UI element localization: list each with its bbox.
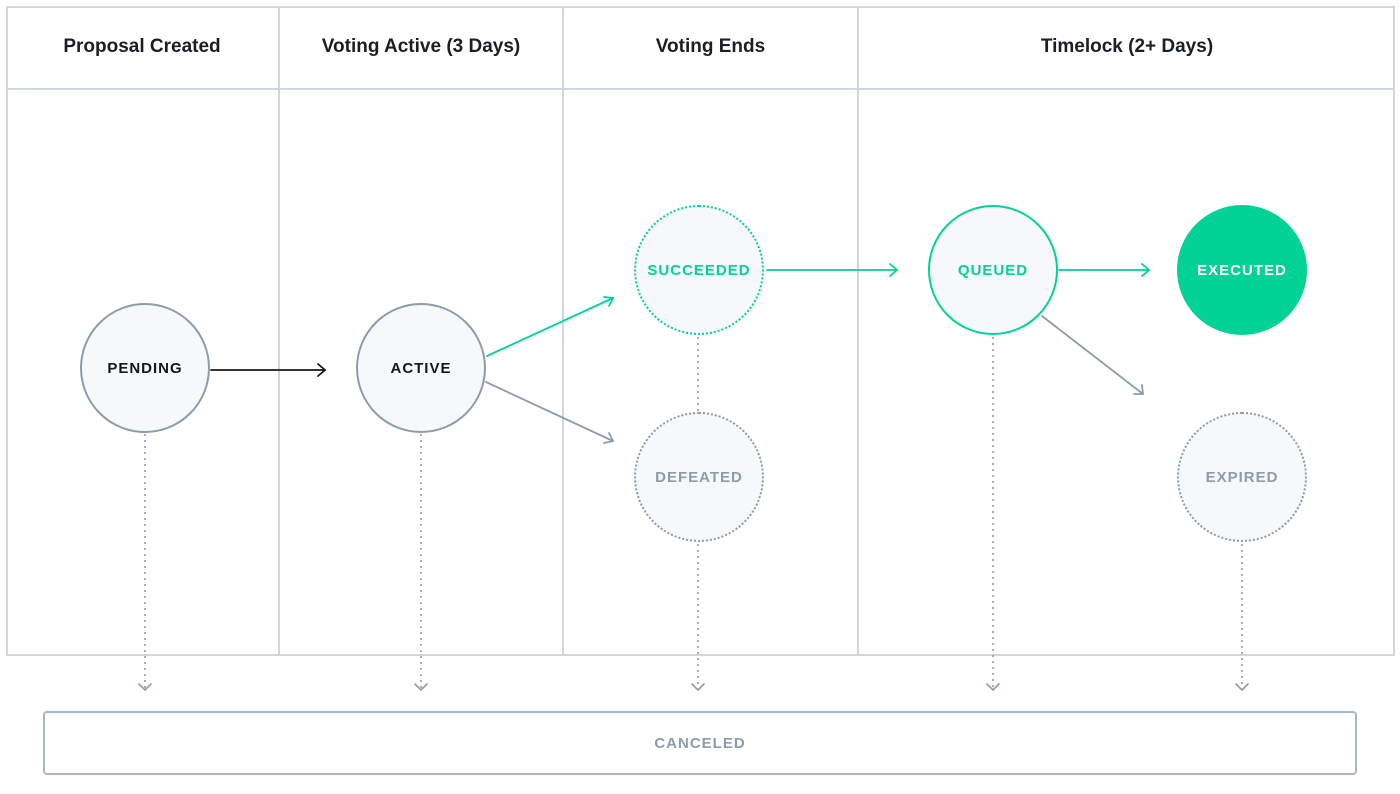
state-defeated: DEFEATED [634, 412, 764, 542]
arrow-head-icon [889, 263, 899, 277]
arrow-head-icon [1141, 263, 1151, 277]
state-active: ACTIVE [356, 303, 486, 433]
arrow-head-icon [603, 296, 615, 307]
active-to-succeeded-arrow [486, 297, 614, 357]
arrow-head-icon [603, 432, 615, 444]
arrow-head-icon [317, 363, 327, 377]
state-executed: EXECUTED [1177, 205, 1307, 335]
chevron-down-icon [1235, 683, 1249, 692]
header-voting-active: Voting Active (3 Days) [321, 36, 521, 57]
header-proposal-created: Proposal Created [63, 36, 221, 57]
column-divider [562, 6, 564, 656]
diagram-frame [6, 6, 1395, 656]
arrow-head-icon [1133, 384, 1145, 395]
chevron-down-icon [691, 683, 705, 692]
state-succeeded: SUCCEEDED [634, 205, 764, 335]
state-pending: PENDING [80, 303, 210, 433]
chevron-down-icon [138, 683, 152, 692]
queued-to-expired-arrow [1041, 315, 1144, 395]
state-canceled: CANCELED [43, 711, 1357, 775]
state-expired: EXPIRED [1177, 412, 1307, 542]
column-divider [857, 6, 859, 656]
column-divider [278, 6, 280, 656]
header-divider [6, 88, 1395, 90]
header-timelock: Timelock (2+ Days) [1040, 36, 1214, 57]
active-to-defeated-arrow [485, 381, 614, 442]
header-voting-ends: Voting Ends [655, 36, 766, 57]
chevron-down-icon [986, 683, 1000, 692]
state-queued: QUEUED [928, 205, 1058, 335]
chevron-down-icon [414, 683, 428, 692]
